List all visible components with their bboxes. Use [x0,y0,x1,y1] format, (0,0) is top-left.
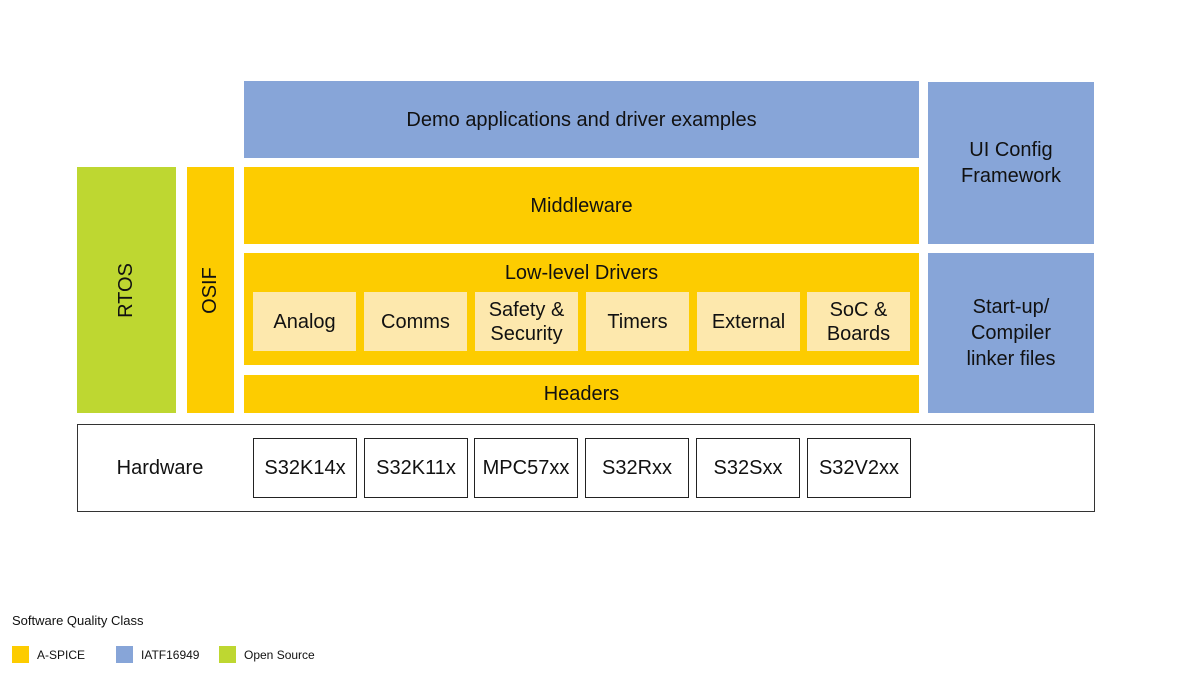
driver-module-soc-boards: SoC & Boards [807,292,910,351]
hardware-part-label: S32Rxx [601,456,673,479]
driver-module-comms: Comms [364,292,467,351]
headers-label: Headers [543,383,620,405]
legend-item-iatf16949: IATF16949 [116,646,199,663]
driver-module-label: Safety & Security [488,298,565,345]
low-level-drivers-block: Low-level Drivers [244,253,919,365]
startup-compiler-linker-label: Start-up/ Compiler linker files [966,296,1056,370]
driver-module-safety-security: Safety & Security [475,292,578,351]
hardware-part-s32v2xx: S32V2xx [807,438,911,498]
hardware-part-label: S32K11x [376,456,456,479]
driver-module-external: External [697,292,800,351]
legend-title: Software Quality Class [12,613,144,628]
hardware-part-mpc57xx: MPC57xx [474,438,578,498]
legend-label: A-SPICE [37,647,86,662]
driver-module-label: SoC & Boards [826,298,891,345]
ui-config-framework-label: UI Config Framework [960,139,1061,187]
legend-swatch [219,646,236,663]
middleware-block: Middleware [244,167,919,244]
rtos-label: RTOS [115,262,137,318]
legend-label: Open Source [244,647,315,662]
rtos-block: RTOS [77,167,176,413]
driver-module-label: Timers [607,310,668,333]
legend-label: IATF16949 [141,647,200,662]
demo-applications-block: Demo applications and driver examples [244,81,919,158]
hardware-label: Hardware [116,457,204,479]
hardware-part-label: S32K14x [264,456,346,479]
osif-block: OSIF [187,167,234,413]
ui-config-framework-block: UI Config Framework [928,82,1094,244]
hardware-part-s32rxx: S32Rxx [585,438,689,498]
legend-item-open-source: Open Source [219,646,315,663]
hardware-part-label: S32Sxx [713,456,783,479]
driver-module-label: External [711,310,786,333]
headers-block: Headers [244,375,919,413]
startup-compiler-linker-block: Start-up/ Compiler linker files [928,253,1094,413]
hardware-part-s32k11x: S32K11x [364,438,468,498]
hardware-part-label: MPC57xx [482,456,570,479]
demo-applications-label: Demo applications and driver examples [406,108,757,131]
legend-swatch [12,646,29,663]
hardware-part-s32sxx: S32Sxx [696,438,800,498]
driver-module-analog: Analog [253,292,356,351]
osif-label: OSIF [198,266,221,314]
hardware-part-s32k14x: S32K14x [253,438,357,498]
driver-module-label: Analog [273,310,336,333]
driver-module-timers: Timers [586,292,689,351]
hardware-label-container: Hardware [90,424,230,512]
legend-swatch [116,646,133,663]
hardware-part-label: S32V2xx [818,456,900,479]
middleware-label: Middleware [530,194,633,217]
driver-module-label: Comms [381,310,450,333]
legend-item-a-spice: A-SPICE [12,646,85,663]
low-level-drivers-title: Low-level Drivers [504,262,659,284]
